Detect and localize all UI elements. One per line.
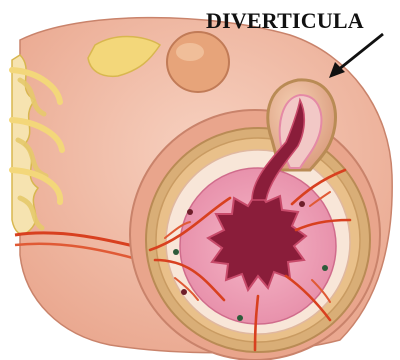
arrow-icon <box>338 34 383 70</box>
diverticula-label: DIVERTICULA <box>206 8 364 34</box>
fat-appendage <box>167 32 229 92</box>
